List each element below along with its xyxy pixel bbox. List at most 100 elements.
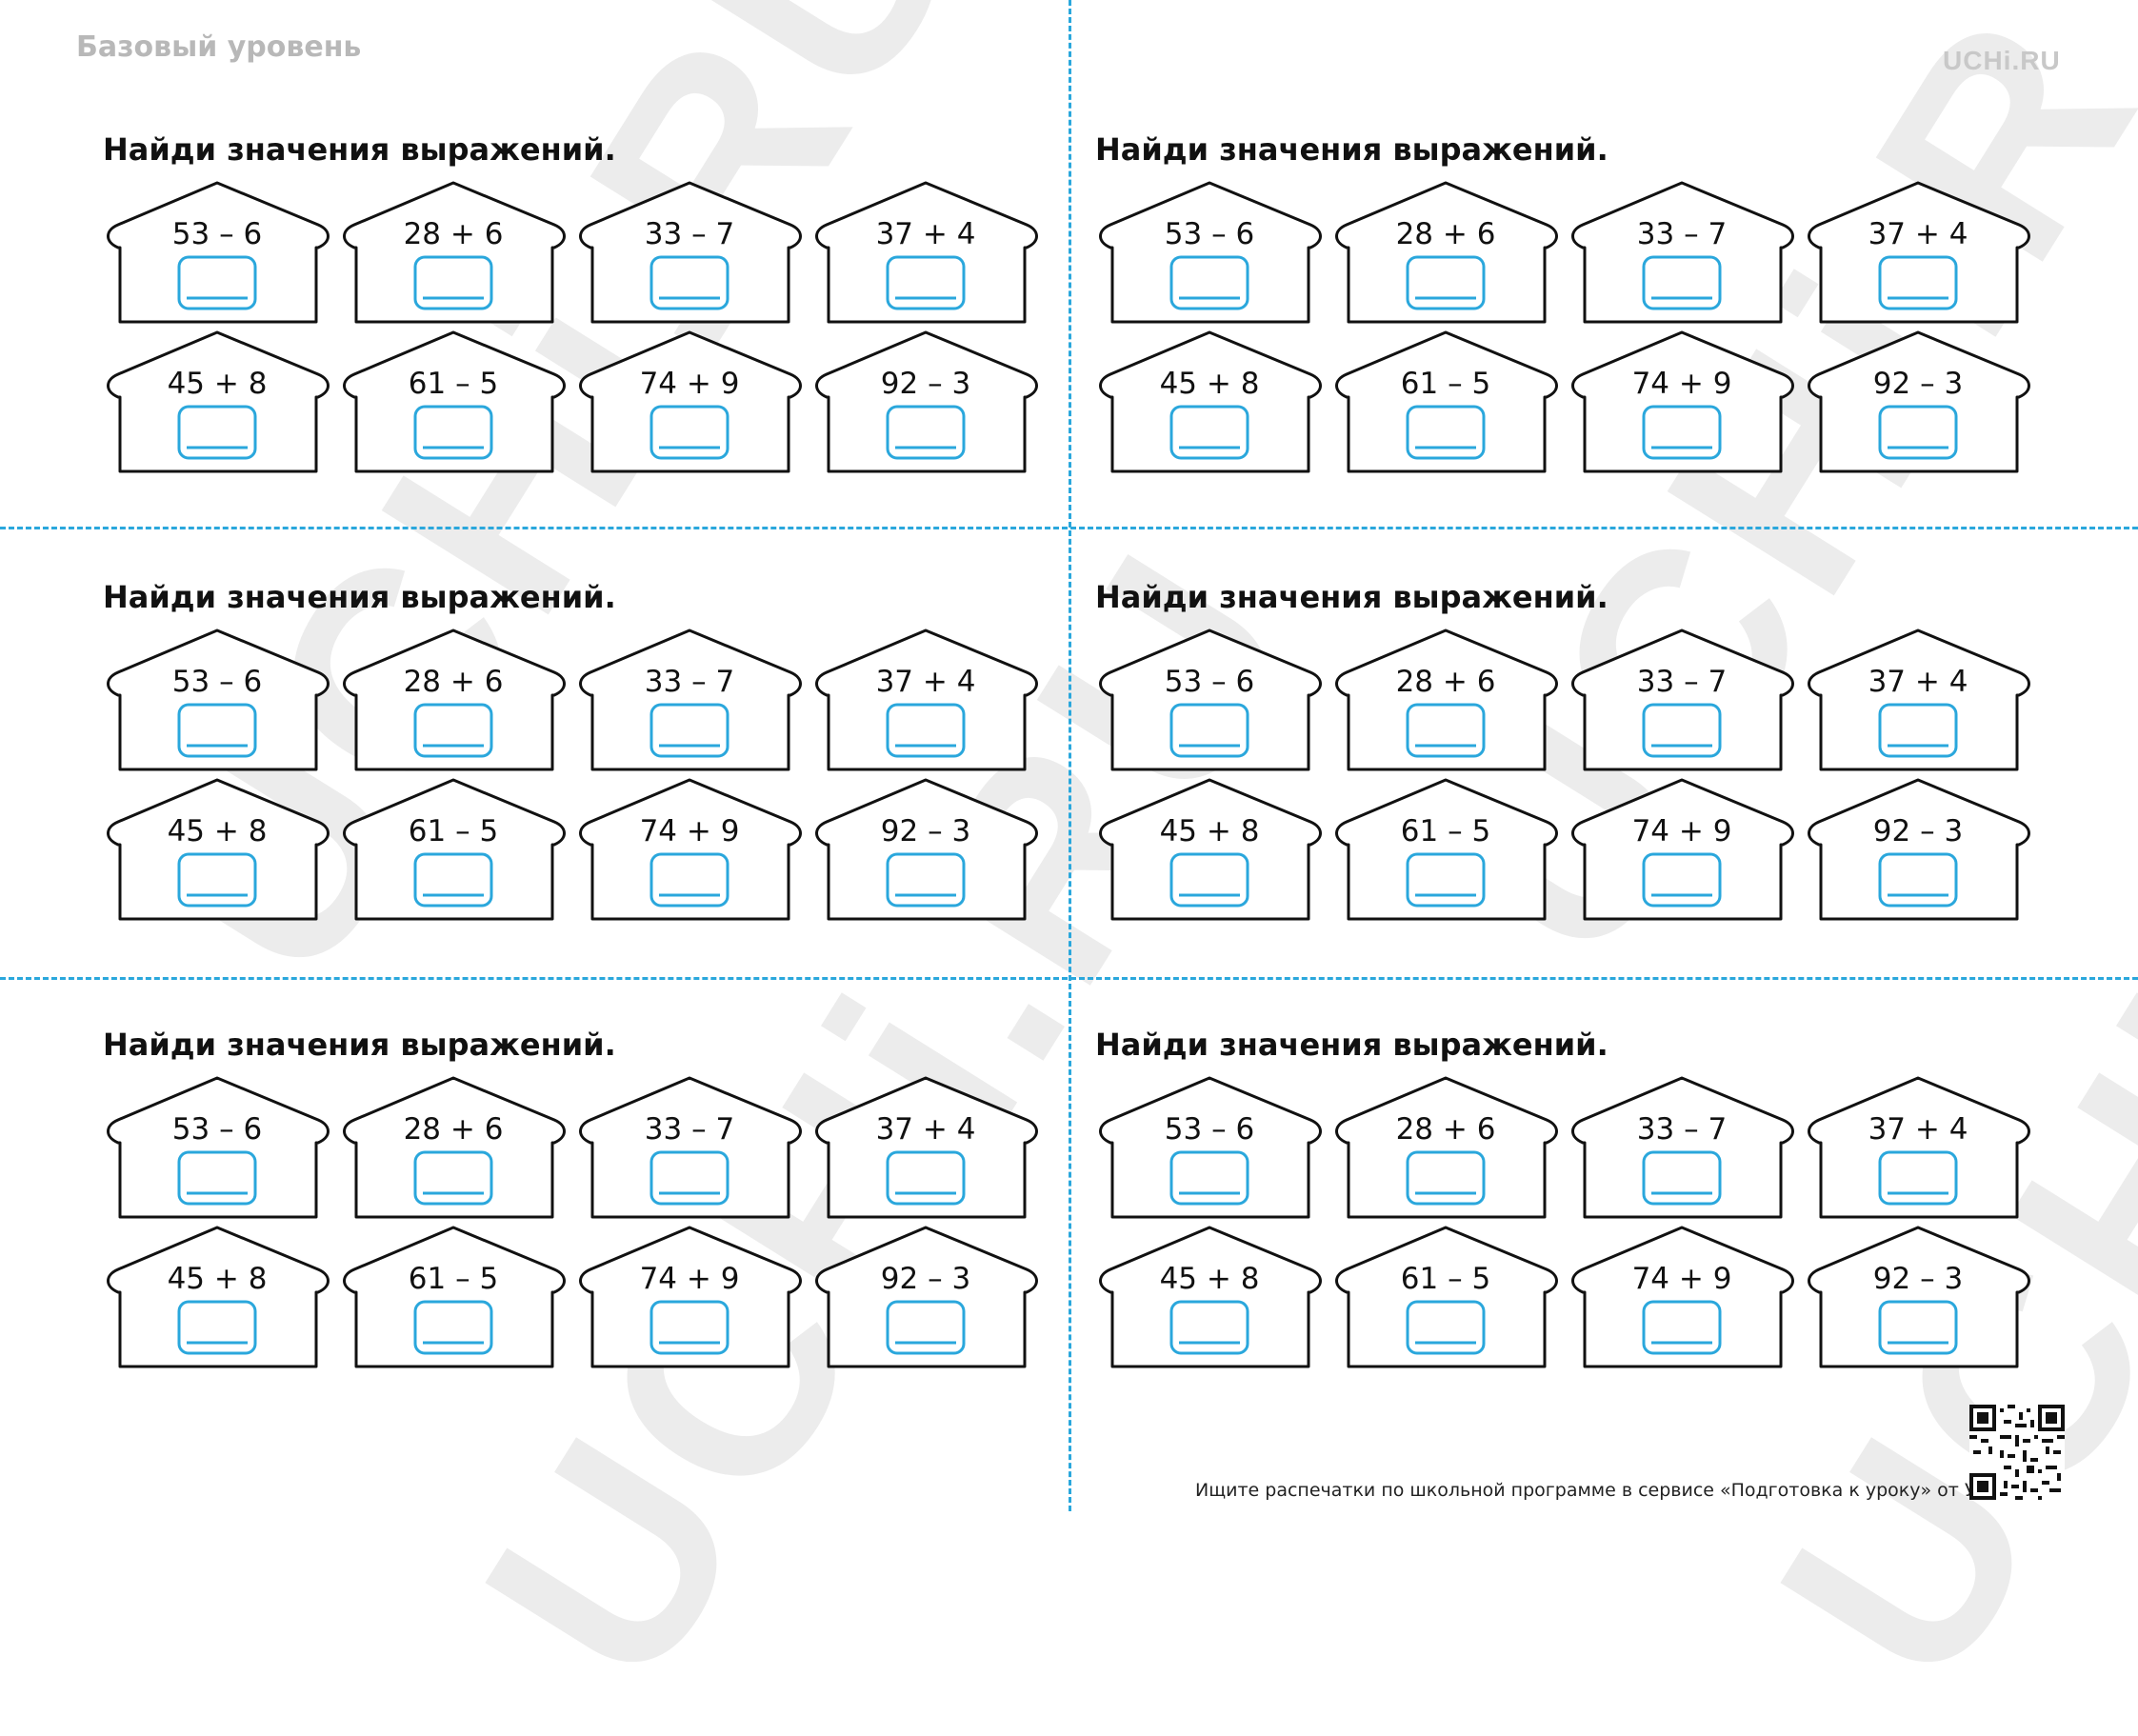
- answer-box: [1169, 405, 1249, 460]
- house-outline-icon: [1808, 1076, 2030, 1219]
- house-task: 61 – 5: [1331, 778, 1560, 923]
- answer-box: [886, 703, 966, 758]
- house-task: 53 – 6: [103, 1076, 331, 1221]
- house-task: 33 – 7: [575, 1076, 804, 1221]
- house-outline-icon: [579, 629, 802, 771]
- expression-text: 61 – 5: [408, 1262, 499, 1296]
- house-outline-icon: [579, 330, 802, 473]
- house-task: 37 + 4: [811, 181, 1040, 326]
- answer-box: [1642, 852, 1722, 908]
- house-outline-icon: [343, 629, 566, 771]
- expression-text: 28 + 6: [403, 665, 504, 699]
- answer-box: [1169, 1150, 1249, 1206]
- expression-text: 28 + 6: [1395, 665, 1496, 699]
- expression-text: 33 – 7: [1636, 217, 1728, 251]
- house-task: 45 + 8: [103, 330, 331, 475]
- cut-line-horizontal: [0, 527, 2138, 529]
- expression-text: 92 – 3: [1872, 367, 1964, 401]
- expression-text: 28 + 6: [403, 217, 504, 251]
- answer-box: [1642, 1150, 1722, 1206]
- house-outline-icon: [1099, 181, 1322, 324]
- house-task: 61 – 5: [1331, 330, 1560, 475]
- answer-box: [1642, 405, 1722, 460]
- answer-box: [177, 852, 257, 908]
- expression-text: 45 + 8: [1159, 1262, 1260, 1296]
- house-task: 45 + 8: [103, 1226, 331, 1370]
- house-outline-icon: [1808, 330, 2030, 473]
- expression-text: 53 – 6: [171, 217, 263, 251]
- answer-box: [1642, 703, 1722, 758]
- house-task: 33 – 7: [1568, 1076, 1796, 1221]
- answer-box: [649, 1300, 729, 1355]
- house-task: 33 – 7: [575, 629, 804, 773]
- answer-box: [177, 255, 257, 310]
- card-title: Найди значения выражений.: [103, 131, 616, 168]
- answer-box: [1406, 405, 1486, 460]
- answer-box: [1169, 1300, 1249, 1355]
- cut-line-vertical: [1069, 0, 1071, 1511]
- house-outline-icon: [1571, 181, 1794, 324]
- card-title: Найди значения выражений.: [1095, 1027, 1608, 1063]
- expression-text: 74 + 9: [1631, 367, 1732, 401]
- answer-box: [886, 1150, 966, 1206]
- house-outline-icon: [1571, 778, 1794, 921]
- house-task: 45 + 8: [1095, 1226, 1324, 1370]
- house-outline-icon: [107, 1076, 330, 1219]
- answer-box: [886, 852, 966, 908]
- house-outline-icon: [579, 1226, 802, 1368]
- house-task: 61 – 5: [339, 778, 568, 923]
- house-task: 28 + 6: [1331, 629, 1560, 773]
- expression-text: 61 – 5: [408, 367, 499, 401]
- answer-box: [1878, 852, 1958, 908]
- house-task: 37 + 4: [811, 629, 1040, 773]
- house-task: 45 + 8: [1095, 778, 1324, 923]
- house-outline-icon: [1808, 1226, 2030, 1368]
- expression-text: 92 – 3: [1872, 814, 1964, 848]
- house-outline-icon: [815, 330, 1038, 473]
- expression-text: 45 + 8: [1159, 814, 1260, 848]
- footer-text: Ищите распечатки по школьной программе в…: [1195, 1480, 2032, 1501]
- house-outline-icon: [1099, 330, 1322, 473]
- house-task: 28 + 6: [339, 1076, 568, 1221]
- answer-box: [177, 405, 257, 460]
- answer-box: [177, 1300, 257, 1355]
- expression-text: 45 + 8: [167, 1262, 268, 1296]
- house-outline-icon: [107, 330, 330, 473]
- expression-text: 53 – 6: [1164, 1112, 1255, 1147]
- worksheet-card: Найди значения выражений. 53 – 6 28 + 6 33 …: [103, 131, 1074, 493]
- house-outline-icon: [107, 629, 330, 771]
- house-outline-icon: [1099, 1226, 1322, 1368]
- house-task: 53 – 6: [1095, 1076, 1324, 1221]
- expression-text: 53 – 6: [171, 1112, 263, 1147]
- expression-text: 92 – 3: [880, 367, 971, 401]
- house-outline-icon: [343, 181, 566, 324]
- expression-text: 37 + 4: [875, 665, 976, 699]
- house-task: 53 – 6: [103, 181, 331, 326]
- expression-text: 45 + 8: [1159, 367, 1260, 401]
- house-outline-icon: [1571, 1076, 1794, 1219]
- expression-text: 33 – 7: [644, 217, 735, 251]
- house-task: 33 – 7: [1568, 181, 1796, 326]
- answer-box: [413, 255, 493, 310]
- answer-box: [1406, 1300, 1486, 1355]
- cut-line-horizontal: [0, 977, 2138, 980]
- house-task: 92 – 3: [811, 1226, 1040, 1370]
- house-outline-icon: [1335, 181, 1558, 324]
- answer-box: [1642, 255, 1722, 310]
- house-task: 74 + 9: [575, 1226, 804, 1370]
- expression-text: 74 + 9: [1631, 1262, 1732, 1296]
- expression-text: 37 + 4: [1868, 217, 1968, 251]
- house-task: 61 – 5: [1331, 1226, 1560, 1370]
- expression-text: 37 + 4: [1868, 665, 1968, 699]
- house-outline-icon: [815, 1226, 1038, 1368]
- answer-box: [886, 405, 966, 460]
- house-task: 37 + 4: [811, 1076, 1040, 1221]
- house-task: 74 + 9: [575, 778, 804, 923]
- expression-text: 74 + 9: [639, 1262, 740, 1296]
- expression-text: 28 + 6: [1395, 217, 1496, 251]
- house-task: 45 + 8: [1095, 330, 1324, 475]
